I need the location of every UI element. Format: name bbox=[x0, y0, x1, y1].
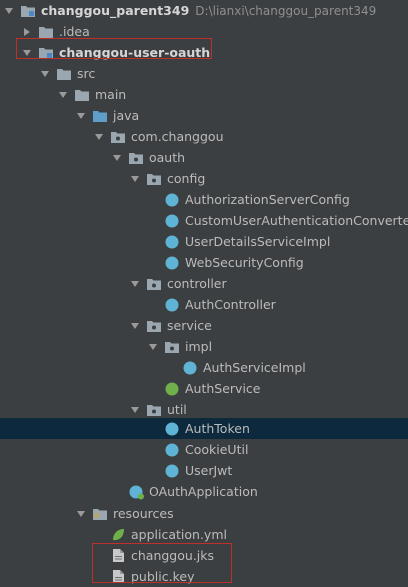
chevron-down-icon[interactable] bbox=[130, 279, 140, 289]
tree-item-label: UserDetailsServiceImpl bbox=[185, 234, 331, 249]
tree-row-controller[interactable]: controller bbox=[0, 273, 408, 294]
tree-row-custom-user-authentication-converter[interactable]: CustomUserAuthenticationConverter bbox=[0, 210, 408, 231]
tree-item-label: .idea bbox=[59, 24, 90, 39]
file-icon bbox=[110, 548, 126, 564]
package-icon bbox=[146, 171, 162, 187]
tree-row-config[interactable]: config bbox=[0, 168, 408, 189]
tree-item-label: com.changgou bbox=[131, 129, 224, 144]
spring-boot-application-icon bbox=[128, 484, 144, 500]
tree-row-changgou-jks[interactable]: changgou.jks bbox=[0, 545, 408, 566]
tree-row-web-security-config[interactable]: WebSecurityConfig bbox=[0, 252, 408, 273]
tree-row-auth-controller[interactable]: AuthController bbox=[0, 294, 408, 315]
resources-folder-icon bbox=[92, 506, 108, 522]
tree-row-oauth[interactable]: oauth bbox=[0, 147, 408, 168]
tree-row-impl[interactable]: impl bbox=[0, 336, 408, 357]
tree-item-label: config bbox=[167, 171, 206, 186]
tree-row-src[interactable]: src bbox=[0, 63, 408, 84]
tree-row-project-root[interactable]: changgou_parent349 D:\lianxi\changgou_pa… bbox=[0, 0, 408, 21]
java-interface-icon bbox=[164, 381, 180, 397]
package-icon bbox=[146, 318, 162, 334]
source-folder-icon bbox=[92, 108, 108, 124]
java-class-icon bbox=[164, 213, 180, 229]
tree-item-label: changgou.jks bbox=[131, 548, 215, 563]
chevron-right-icon[interactable] bbox=[22, 27, 32, 37]
tree-item-label: impl bbox=[185, 339, 213, 354]
tree-row-cookie-util[interactable]: CookieUtil bbox=[0, 439, 408, 460]
chevron-down-icon[interactable] bbox=[112, 153, 122, 163]
chevron-down-icon[interactable] bbox=[130, 321, 140, 331]
tree-row-module-user-oauth[interactable]: changgou-user-oauth bbox=[0, 42, 408, 63]
tree-row-oauth-application[interactable]: OAuthApplication bbox=[0, 481, 408, 502]
tree-item-label: AuthService bbox=[185, 381, 261, 396]
tree-row-main[interactable]: main bbox=[0, 84, 408, 105]
tree-item-label: AuthController bbox=[185, 297, 276, 312]
chevron-down-icon[interactable] bbox=[40, 69, 50, 79]
chevron-down-icon[interactable] bbox=[148, 342, 158, 352]
tree-row-idea[interactable]: .idea bbox=[0, 21, 408, 42]
tree-item-label: oauth bbox=[149, 150, 186, 165]
folder-icon bbox=[74, 87, 90, 103]
package-icon bbox=[128, 150, 144, 166]
project-name: changgou_parent349 bbox=[41, 3, 190, 18]
tree-row-authorization-server-config[interactable]: AuthorizationServerConfig bbox=[0, 189, 408, 210]
java-class-icon bbox=[164, 442, 180, 458]
tree-item-label: changgou-user-oauth bbox=[59, 45, 211, 60]
folder-icon bbox=[38, 24, 54, 40]
java-class-icon bbox=[182, 360, 198, 376]
project-path: D:\lianxi\changgou_parent349 bbox=[195, 3, 377, 18]
chevron-down-icon[interactable] bbox=[76, 111, 86, 121]
tree-item-label: controller bbox=[167, 276, 227, 291]
tree-row-auth-service-impl[interactable]: AuthServiceImpl bbox=[0, 357, 408, 378]
tree-item-label: AuthorizationServerConfig bbox=[185, 192, 350, 207]
tree-item-label: OAuthApplication bbox=[149, 484, 258, 499]
tree-item-label: java bbox=[113, 108, 140, 123]
package-icon bbox=[110, 129, 126, 145]
tree-row-resources[interactable]: resources bbox=[0, 503, 408, 524]
chevron-down-icon[interactable] bbox=[58, 90, 68, 100]
module-folder-icon bbox=[38, 45, 54, 61]
tree-item-label: CookieUtil bbox=[185, 442, 249, 457]
tree-item-label: AuthToken bbox=[185, 421, 250, 436]
chevron-down-icon[interactable] bbox=[4, 6, 14, 16]
tree-item-label: service bbox=[167, 318, 212, 333]
chevron-down-icon[interactable] bbox=[130, 174, 140, 184]
tree-row-java[interactable]: java bbox=[0, 105, 408, 126]
java-class-icon bbox=[164, 234, 180, 250]
tree-item-label: resources bbox=[113, 506, 174, 521]
tree-item-label: util bbox=[167, 402, 187, 417]
folder-icon bbox=[56, 66, 72, 82]
tree-item-label: public.key bbox=[131, 569, 195, 584]
package-icon bbox=[164, 339, 180, 355]
tree-item-label: main bbox=[95, 87, 127, 102]
chevron-down-icon[interactable] bbox=[76, 509, 86, 519]
tree-row-auth-token[interactable]: AuthToken bbox=[0, 418, 408, 439]
tree-item-label: UserJwt bbox=[185, 463, 233, 478]
java-class-icon bbox=[164, 192, 180, 208]
tree-row-com-changgou[interactable]: com.changgou bbox=[0, 126, 408, 147]
tree-row-util[interactable]: util bbox=[0, 399, 408, 420]
chevron-down-icon[interactable] bbox=[22, 48, 32, 58]
package-icon bbox=[146, 276, 162, 292]
tree-row-service[interactable]: service bbox=[0, 315, 408, 336]
spring-leaf-icon bbox=[110, 527, 126, 543]
tree-item-label: application.yml bbox=[131, 527, 227, 542]
module-folder-icon bbox=[20, 3, 36, 19]
tree-item-label: CustomUserAuthenticationConverter bbox=[185, 213, 408, 228]
tree-item-label: src bbox=[77, 66, 96, 81]
package-icon bbox=[146, 402, 162, 418]
file-icon bbox=[110, 569, 126, 585]
java-class-icon bbox=[164, 463, 180, 479]
java-class-icon bbox=[164, 255, 180, 271]
chevron-down-icon[interactable] bbox=[94, 132, 104, 142]
tree-row-user-jwt[interactable]: UserJwt bbox=[0, 460, 408, 481]
chevron-down-icon[interactable] bbox=[130, 405, 140, 415]
java-class-icon bbox=[164, 421, 180, 437]
tree-row-user-details-service-impl[interactable]: UserDetailsServiceImpl bbox=[0, 231, 408, 252]
tree-row-auth-service[interactable]: AuthService bbox=[0, 378, 408, 399]
tree-item-label: AuthServiceImpl bbox=[203, 360, 306, 375]
java-class-icon bbox=[164, 297, 180, 313]
tree-item-label: WebSecurityConfig bbox=[185, 255, 304, 270]
tree-row-public-key[interactable]: public.key bbox=[0, 566, 408, 587]
tree-row-application-yml[interactable]: application.yml bbox=[0, 524, 408, 545]
